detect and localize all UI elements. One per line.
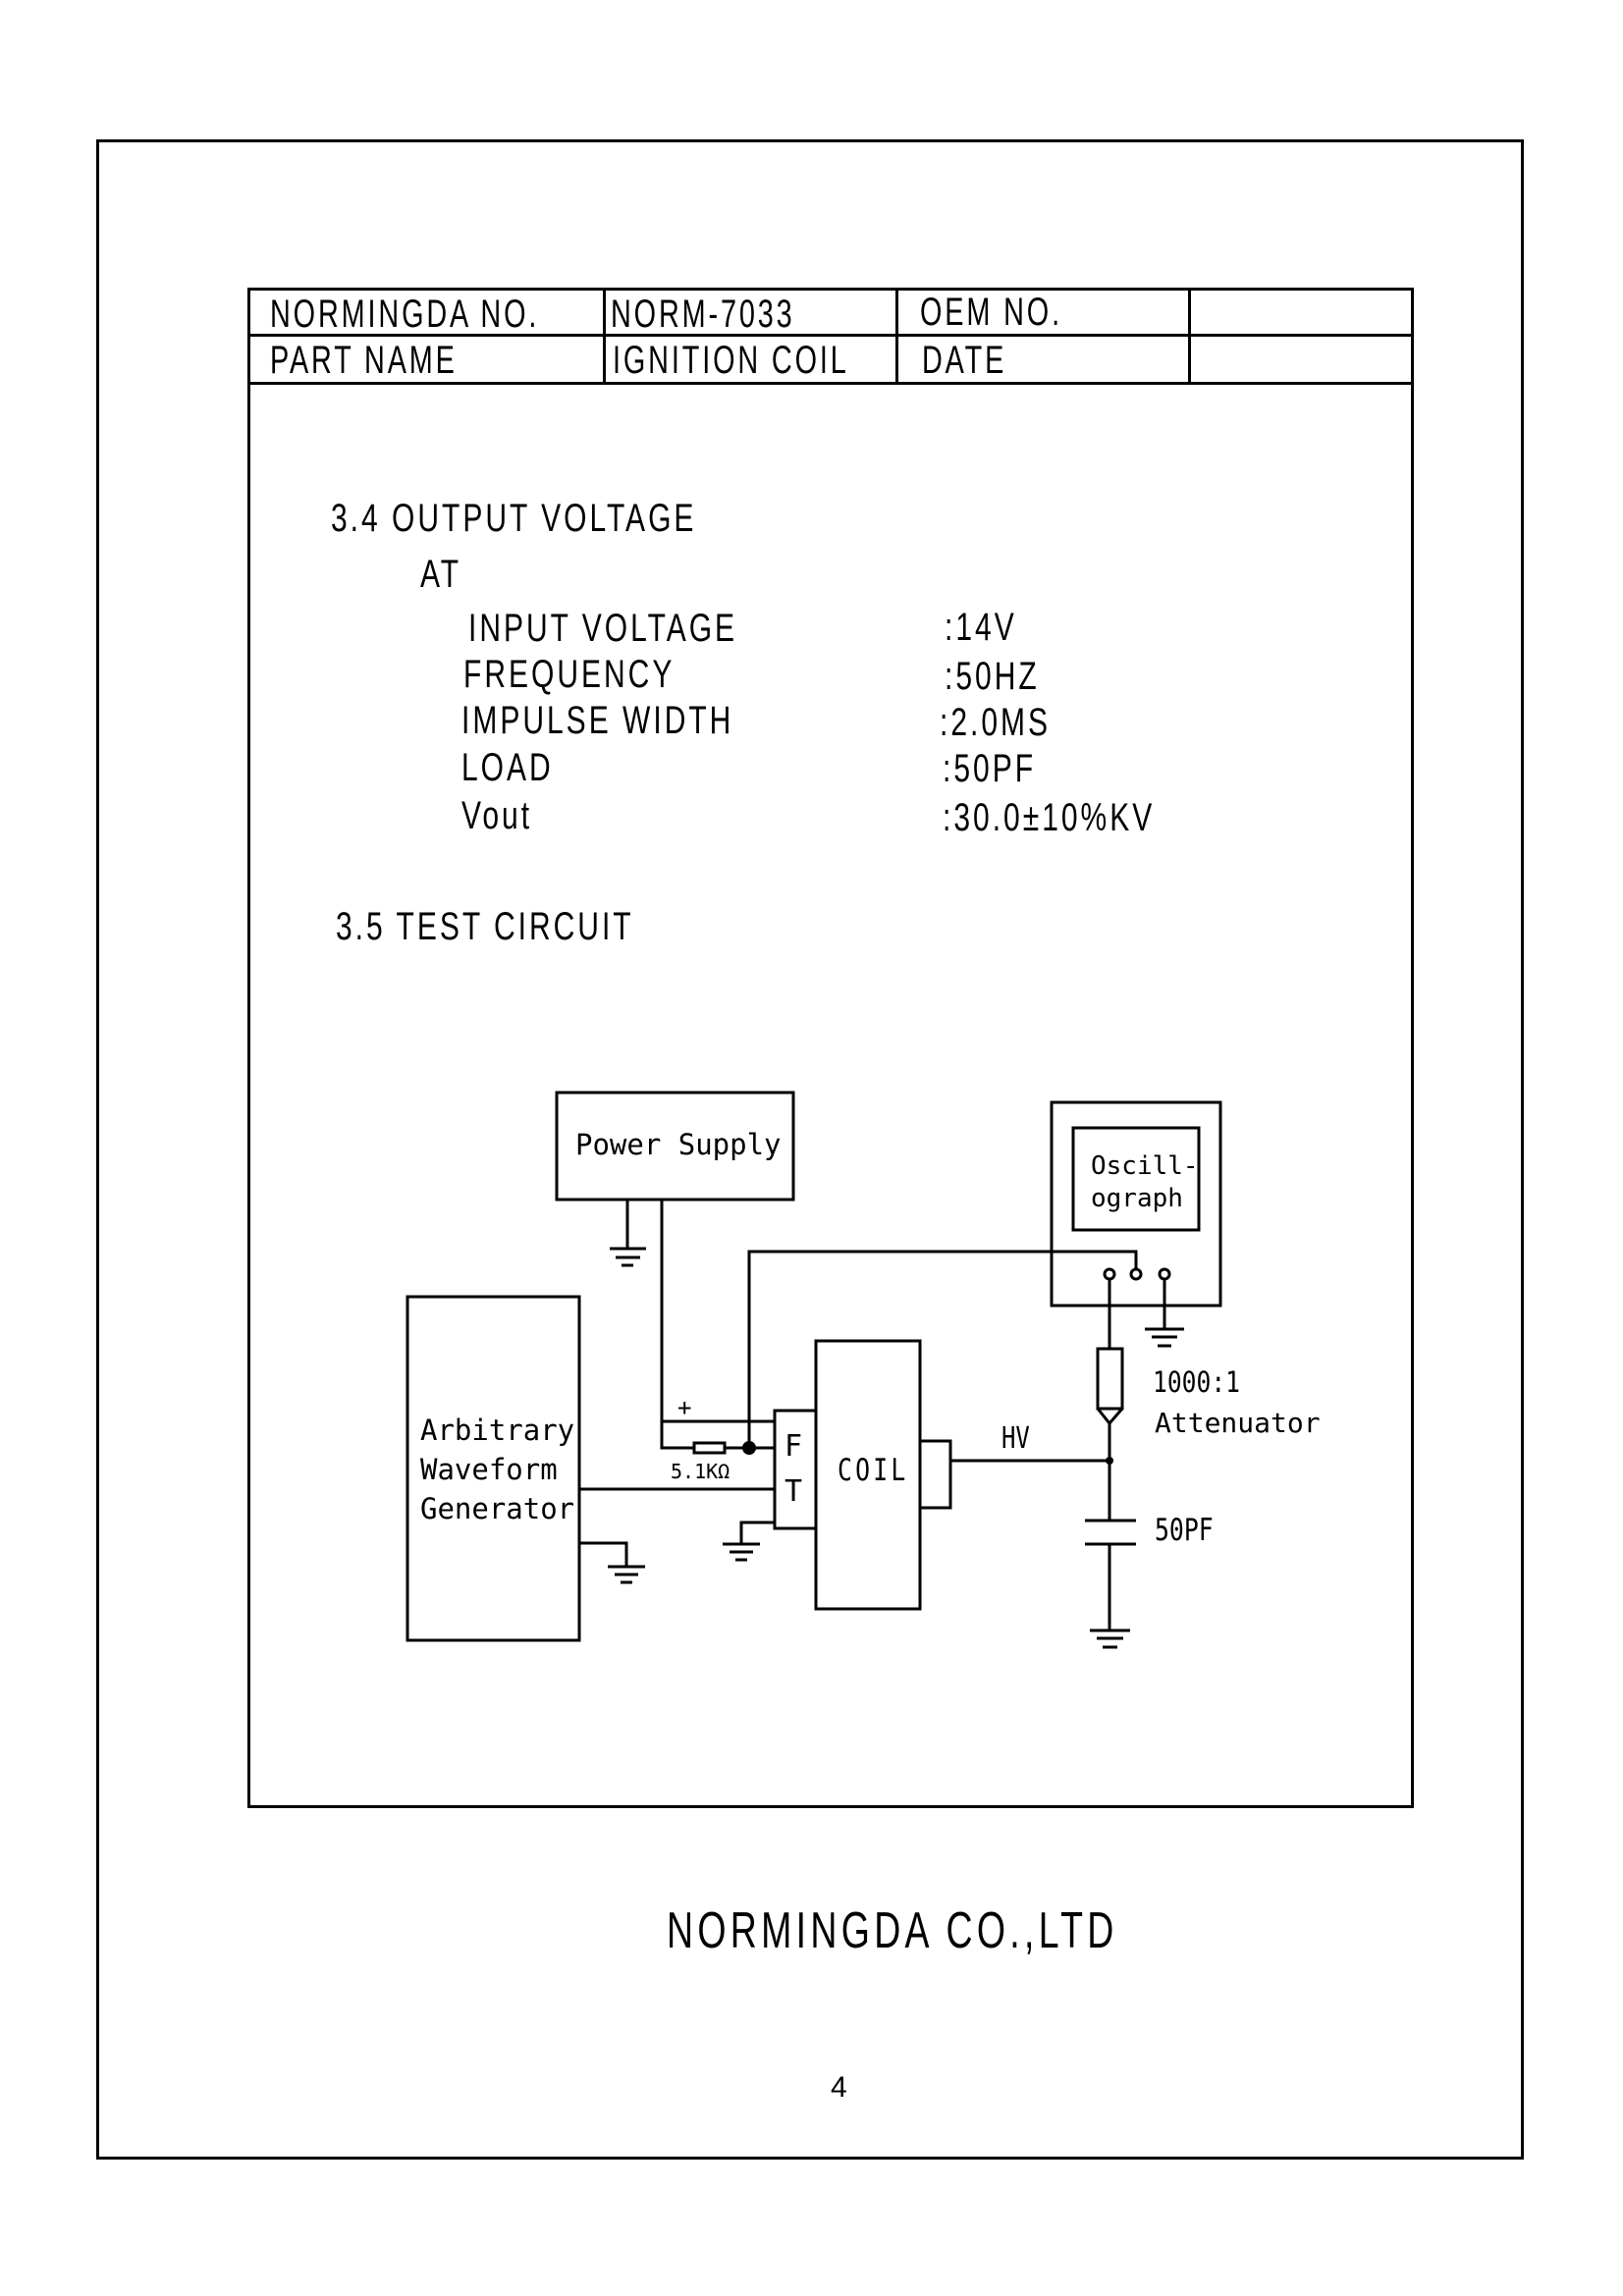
header-col-divider-3 xyxy=(1188,288,1191,385)
ground-icon xyxy=(1090,1629,1130,1649)
junction-dot xyxy=(1106,1457,1113,1465)
hv-connector xyxy=(918,1439,952,1510)
awg-label-line-2: Waveform xyxy=(420,1453,558,1486)
header-col-divider-1 xyxy=(603,288,606,385)
header-value-norm-no: NORM-7033 xyxy=(611,293,795,336)
spec-label: LOAD xyxy=(461,746,554,789)
header-label-date: DATE xyxy=(922,339,1007,382)
coil-label: COIL xyxy=(838,1452,909,1487)
header-label-normingda-no: NORMINGDA NO. xyxy=(270,293,540,336)
oscillograph-box xyxy=(1050,1100,1222,1308)
awg-ground-wire xyxy=(579,1541,628,1567)
company-name: NORMINGDA CO.,LTD xyxy=(667,1902,1118,1959)
section-heading-output-voltage: 3.4 OUTPUT VOLTAGE xyxy=(331,497,697,540)
page-number: 4 xyxy=(831,2071,847,2104)
spec-label: INPUT VOLTAGE xyxy=(468,607,738,650)
resistor-label: 5.1KΩ xyxy=(671,1460,730,1483)
scope-probe-wire xyxy=(747,1250,1138,1448)
awg-label-line-3: Generator xyxy=(420,1492,574,1525)
ft-label-t: T xyxy=(784,1474,802,1509)
section-subheading-at: AT xyxy=(420,553,462,596)
spec-value: :50PF xyxy=(943,747,1037,790)
junction-dot xyxy=(742,1441,756,1455)
ground-icon xyxy=(1145,1327,1184,1348)
page-border xyxy=(96,139,1524,2160)
positive-terminal-label: + xyxy=(677,1394,691,1421)
ground-icon xyxy=(610,1247,646,1267)
scope-terminal-1 xyxy=(1103,1267,1116,1281)
hv-label: HV xyxy=(1001,1421,1030,1455)
header-row-divider xyxy=(247,334,1414,337)
ft-terminal-box xyxy=(773,1409,818,1530)
awg-box xyxy=(406,1295,581,1642)
spec-value: :50HZ xyxy=(945,655,1040,698)
oscillograph-screen xyxy=(1071,1126,1201,1232)
spec-label: FREQUENCY xyxy=(463,653,676,696)
power-supply-box xyxy=(555,1091,795,1201)
awg-label-line-1: Arbitrary xyxy=(420,1414,574,1447)
attenuator-probe-tip xyxy=(1096,1408,1124,1426)
power-supply-positive-wire xyxy=(660,1200,694,1450)
resistor-5k1 xyxy=(692,1441,727,1455)
attenuator-ratio-label: 1000:1 xyxy=(1153,1366,1240,1399)
power-supply-label: Power Supply xyxy=(575,1128,782,1161)
header-col-divider-2 xyxy=(895,288,898,385)
ground-icon xyxy=(723,1542,760,1562)
ft-label-f: F xyxy=(784,1429,802,1464)
header-value-part-name: IGNITION COIL xyxy=(613,339,849,382)
attenuator xyxy=(1096,1347,1124,1411)
oscillograph-label-line-2: ograph xyxy=(1091,1184,1183,1213)
scope-terminal-3 xyxy=(1158,1267,1171,1281)
spec-value: :2.0MS xyxy=(940,701,1052,744)
content-frame xyxy=(247,288,1414,1808)
header-label-oem-no: OEM NO. xyxy=(920,291,1062,334)
spec-label: Vout xyxy=(461,794,533,837)
scope-terminal-2 xyxy=(1129,1267,1143,1281)
header-bottom-line xyxy=(247,382,1414,385)
section-heading-test-circuit: 3.5 TEST CIRCUIT xyxy=(336,905,634,948)
oscillograph-label-line-1: Oscill- xyxy=(1091,1151,1199,1181)
ft-ground-wire xyxy=(739,1521,775,1544)
spec-value: :14V xyxy=(945,606,1017,649)
header-label-part-name: PART NAME xyxy=(270,339,458,382)
attenuator-label: Attenuator xyxy=(1155,1407,1321,1439)
ground-icon xyxy=(608,1565,645,1584)
spec-label: IMPULSE WIDTH xyxy=(461,699,734,742)
spec-value: :30.0±10%KV xyxy=(943,796,1156,839)
capacitor-label: 50PF xyxy=(1155,1512,1214,1547)
